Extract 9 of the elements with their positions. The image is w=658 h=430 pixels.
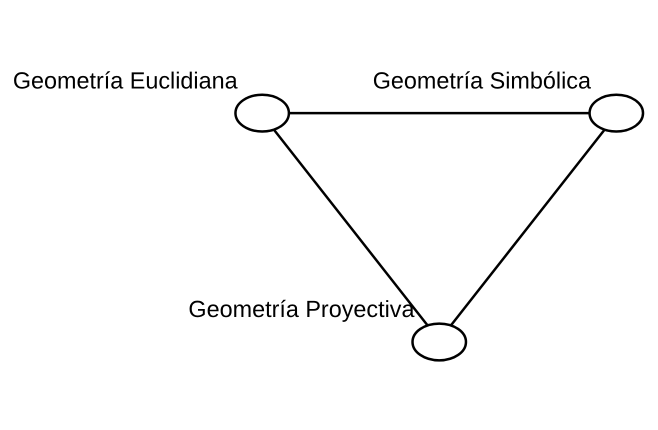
node-label: Geometría Simbólica [372,67,591,94]
connector [450,130,606,326]
node-label: Geometría Euclidiana [12,67,238,94]
node-circle [411,322,468,362]
node-label: Geometría Proyectiva [188,296,414,322]
connector [273,130,428,326]
node-circle [588,93,644,133]
node-circle [234,93,290,133]
connector [289,112,590,114]
